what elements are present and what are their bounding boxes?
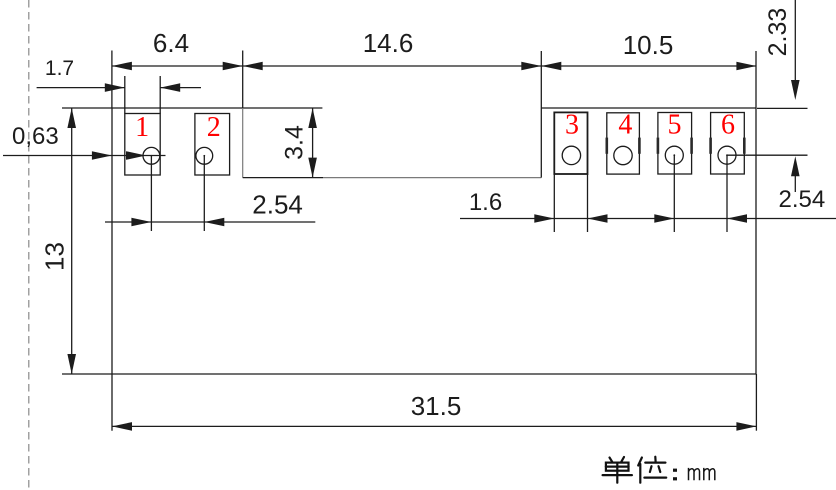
svg-text:6: 6 — [721, 110, 735, 141]
svg-text:5: 5 — [668, 110, 682, 141]
svg-text:13: 13 — [40, 242, 70, 271]
svg-text:2.54: 2.54 — [252, 190, 303, 220]
svg-text:4: 4 — [618, 110, 632, 141]
svg-text:31.5: 31.5 — [411, 391, 462, 421]
svg-text:2: 2 — [207, 112, 221, 143]
svg-text:3.4: 3.4 — [281, 125, 309, 160]
svg-text:2.33: 2.33 — [764, 8, 792, 57]
svg-text:2.54: 2.54 — [779, 186, 826, 213]
svg-text:1.7: 1.7 — [45, 57, 74, 80]
svg-text:6.4: 6.4 — [153, 28, 189, 58]
svg-text:3: 3 — [565, 110, 579, 141]
svg-text:1.6: 1.6 — [469, 189, 502, 216]
svg-text:0,63: 0,63 — [12, 123, 59, 150]
svg-text:1: 1 — [135, 112, 149, 143]
svg-text:14.6: 14.6 — [363, 28, 414, 58]
svg-text:10.5: 10.5 — [623, 30, 674, 60]
